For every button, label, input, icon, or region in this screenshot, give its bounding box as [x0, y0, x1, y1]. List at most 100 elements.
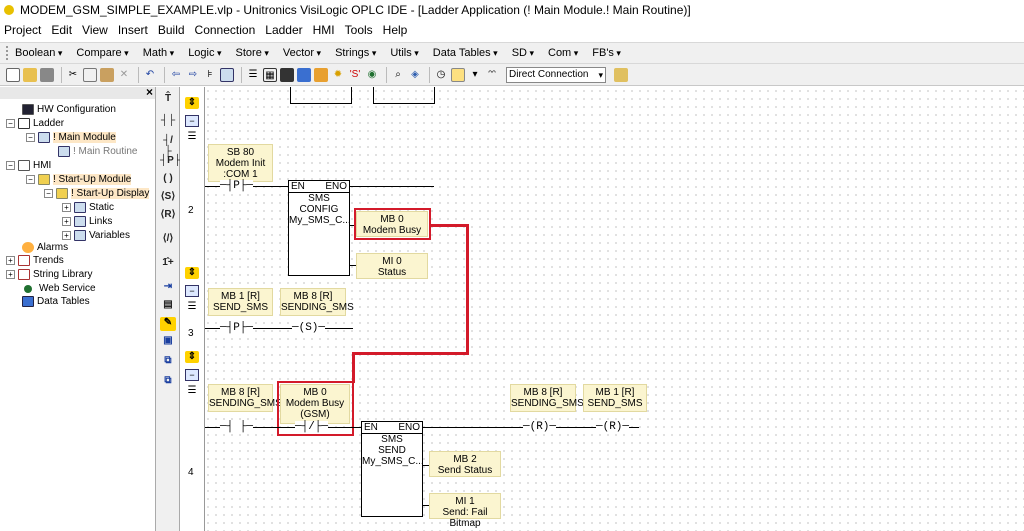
tree-item-data-tables[interactable]: Data Tables — [22, 295, 90, 308]
output-mb2-send-status[interactable]: MB 2 Send Status — [429, 451, 501, 477]
tree-item-startup-module[interactable]: − ! Start-Up Module — [26, 173, 132, 186]
collapse-icon[interactable]: − — [26, 133, 35, 142]
p-contact[interactable]: ─┤P├─ — [220, 322, 254, 334]
toolbar-strings[interactable]: Strings — [335, 47, 376, 59]
delete-icon[interactable]: ✕ — [119, 68, 129, 80]
menu-view[interactable]: View — [82, 23, 108, 37]
collapse-icon[interactable]: − — [185, 115, 199, 127]
clock-icon[interactable]: ◷ — [436, 68, 446, 80]
tree-item-hw-config[interactable]: HW Configuration — [22, 103, 116, 116]
rung-add-icon[interactable]: 1̂+ — [162, 257, 174, 268]
tree-item-trends[interactable]: + Trends — [6, 254, 64, 267]
rung-stack-icon[interactable]: ☰ — [187, 301, 197, 312]
tree-item-hmi[interactable]: − HMI — [6, 159, 51, 172]
tree-item-main-routine[interactable]: ! Main Routine — [58, 145, 137, 158]
menu-connection[interactable]: Connection — [194, 23, 256, 37]
tree-item-static[interactable]: + Static — [62, 201, 114, 214]
jump-icon[interactable]: ⧉ — [164, 375, 172, 386]
back-arrow-icon[interactable]: ⇦ — [171, 68, 181, 80]
menu-project[interactable]: Project — [4, 23, 42, 37]
menu-build[interactable]: Build — [157, 23, 185, 37]
new-file-icon[interactable] — [6, 67, 20, 82]
list-icon[interactable]: ☰ — [248, 68, 258, 80]
tree-item-links[interactable]: + Links — [62, 215, 112, 228]
collapse-icon[interactable]: − — [185, 369, 199, 381]
reset-coil-label-mb1[interactable]: MB 1 [R] SEND_SMS — [583, 384, 647, 412]
compile-icon[interactable] — [314, 67, 328, 82]
settings-icon[interactable] — [614, 67, 628, 82]
light-bulb-icon[interactable]: ✹ — [333, 68, 343, 80]
string-icon[interactable]: 'S' — [349, 68, 361, 80]
coil-icon[interactable]: ( ) — [163, 173, 173, 184]
download-icon[interactable] — [297, 67, 311, 82]
expand-icon[interactable]: + — [6, 270, 15, 279]
toolbar-utils[interactable]: Utils — [390, 47, 418, 59]
collapse-icon[interactable]: − — [185, 285, 199, 297]
block-icon[interactable]: ▤ — [163, 299, 173, 310]
reset-coil-icon[interactable]: ⟨R⟩ — [160, 209, 176, 220]
p-contact[interactable]: ─┤P├─ — [220, 180, 254, 192]
dropdown-arrow-icon[interactable]: ▾ — [472, 68, 478, 80]
reset-coil[interactable]: ─(R)─ — [596, 421, 630, 433]
toolbar-compare[interactable]: Compare — [76, 47, 128, 59]
rung-stack-icon[interactable]: ☰ — [187, 131, 197, 142]
save-icon[interactable] — [40, 67, 54, 82]
undo-icon[interactable]: ↶ — [145, 68, 155, 80]
open-folder-icon[interactable] — [23, 67, 37, 82]
set-coil-icon[interactable]: ⟨S⟩ — [160, 191, 176, 202]
output-mi1-fail-bitmap[interactable]: MI 1 Send: Fail Bitmap — [429, 493, 501, 529]
nc-contact-icon[interactable]: ┤/├ — [163, 135, 173, 157]
toolbar-com[interactable]: Com — [548, 47, 578, 59]
reset-coil[interactable]: ─(R)─ — [523, 421, 557, 433]
tree-item-main-module[interactable]: − ! Main Module — [26, 131, 116, 144]
expand-icon[interactable]: + — [62, 203, 71, 212]
tree-item-alarms[interactable]: Alarms — [22, 241, 68, 254]
binoculars-icon[interactable]: ⌕ — [395, 68, 401, 80]
menu-hmi[interactable]: HMI — [312, 23, 335, 37]
grid-icon[interactable]: ▦ — [263, 67, 277, 82]
tree-item-startup-display[interactable]: − ! Start-Up Display — [44, 187, 150, 200]
menu-tools[interactable]: Tools — [344, 23, 373, 37]
connection-select[interactable]: Direct Connection — [506, 66, 606, 83]
toolbar-data-tables[interactable]: Data Tables — [433, 47, 498, 59]
no-contact[interactable]: ─┤ ├─ — [220, 421, 254, 433]
set-coil[interactable]: ─(S)─ — [292, 322, 326, 334]
toolbar-logic[interactable]: Logic — [188, 47, 221, 59]
copy-icon[interactable] — [83, 67, 97, 82]
nc-contact[interactable]: ─┤/├─ — [295, 421, 329, 433]
negated-coil-icon[interactable]: ⟨/⟩ — [162, 233, 174, 244]
toolbar-fbs[interactable]: FB's — [592, 47, 621, 59]
tree-item-string-library[interactable]: + String Library — [6, 268, 92, 281]
menu-help[interactable]: Help — [382, 23, 408, 37]
comment-icon[interactable]: ✎ — [160, 317, 176, 331]
window-icon[interactable] — [220, 67, 234, 82]
call-icon[interactable]: ⧉ — [164, 355, 172, 366]
toolbar-store[interactable]: Store — [236, 47, 269, 59]
toolbar-vector[interactable]: Vector — [283, 47, 321, 59]
panel-icon[interactable] — [280, 67, 294, 82]
verify-icon[interactable]: ◈ — [411, 68, 419, 80]
insert-block-icon[interactable]: ⇥ — [163, 281, 173, 292]
cut-icon[interactable]: ✂ — [68, 68, 78, 80]
rung-stack-icon[interactable]: ☰ — [187, 385, 197, 396]
close-icon[interactable]: × — [145, 85, 153, 99]
expand-icon[interactable]: + — [6, 256, 15, 265]
subroutine-icon[interactable]: ▣ — [163, 335, 173, 346]
collapse-icon[interactable]: − — [26, 175, 35, 184]
coil-label-mb8[interactable]: MB 8 [R] SENDING_SMS — [280, 288, 354, 316]
tree-item-ladder[interactable]: − Ladder — [6, 117, 64, 130]
forward-arrow-icon[interactable]: ⇨ — [188, 68, 198, 80]
contact-label-sb80[interactable]: SB 80 Modem Init :COM 1 — [208, 144, 273, 182]
rung-marker-icon[interactable]: ⇕ — [185, 267, 199, 279]
online-test-icon[interactable] — [451, 67, 465, 82]
reset-coil-label-mb8[interactable]: MB 8 [R] SENDING_SMS — [510, 384, 584, 412]
toolbar-boolean[interactable]: Boolean — [15, 47, 62, 59]
menu-insert[interactable]: Insert — [117, 23, 148, 37]
menu-ladder[interactable]: Ladder — [265, 23, 303, 37]
no-contact-icon[interactable]: ┤├ — [160, 115, 176, 126]
collapse-icon[interactable]: − — [6, 119, 15, 128]
contact-label-mb8[interactable]: MB 8 [R] SENDING_SMS — [208, 384, 282, 412]
